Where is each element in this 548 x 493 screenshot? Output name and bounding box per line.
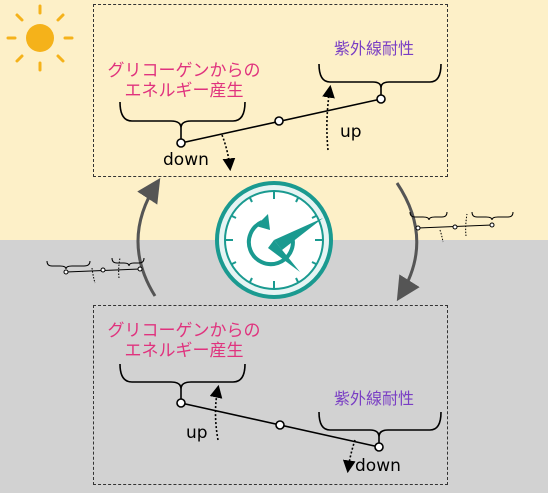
day-glycogen-line1: グリコーゲンからの [107, 61, 261, 81]
day-panel [93, 4, 448, 177]
mini-seesaw-left [46, 257, 145, 284]
night-glycogen-line2: エネルギー産生 [124, 340, 244, 361]
night-up-label: up [186, 423, 208, 443]
sun-icon [6, 4, 74, 72]
day-seesaw [119, 63, 442, 172]
night-glycogen-line1: グリコーゲンからの [107, 321, 261, 341]
day-uv-label: 紫外線耐性 [334, 39, 415, 58]
day-up-label: up [340, 122, 362, 142]
day-glycogen-label: グリコーゲンからの エネルギー産生 [96, 61, 272, 101]
night-glycogen-label: グリコーゲンからの エネルギー産生 [96, 321, 272, 361]
day-glycogen-line2: エネルギー産生 [124, 80, 244, 101]
mini-seesaw-right [409, 211, 514, 243]
night-panel [93, 305, 448, 485]
night-to-day-arrow [136, 177, 161, 297]
moon-icon [494, 258, 524, 292]
night-down-label: down [355, 456, 401, 476]
night-seesaw [119, 363, 442, 474]
day-down-label: down [163, 150, 209, 170]
day-to-night-arrow [395, 182, 420, 302]
night-uv-label: 紫外線耐性 [334, 389, 415, 408]
clock-icon [215, 181, 333, 299]
